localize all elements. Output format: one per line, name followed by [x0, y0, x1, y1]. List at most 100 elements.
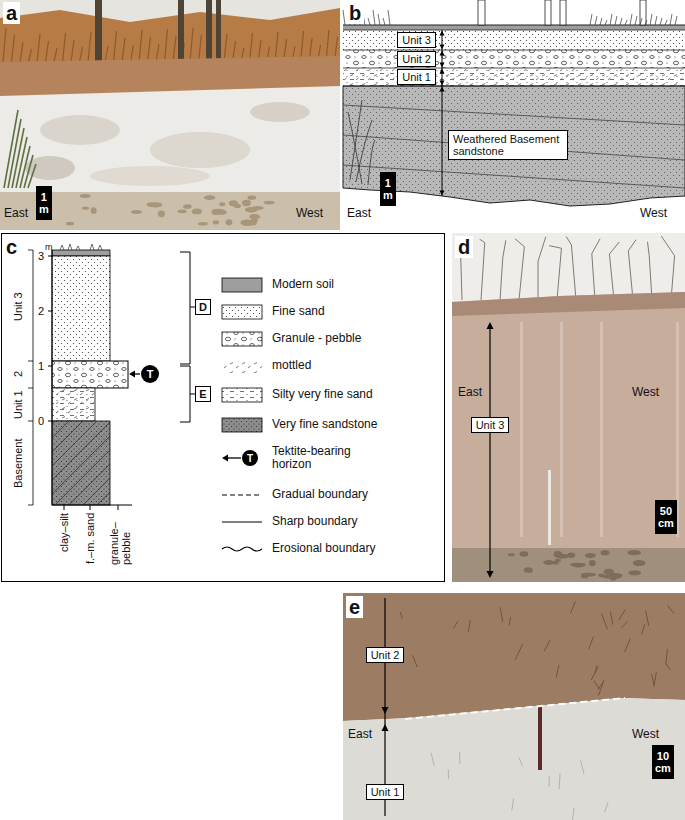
soil-crack: [589, 637, 594, 650]
grain-size-label: f.–m. sand: [84, 513, 96, 564]
grain-size-tick: [64, 505, 65, 510]
dead-leaf: [567, 552, 575, 557]
depth-tick: [48, 256, 52, 257]
unit3-layer: [343, 30, 685, 50]
soil-crack: [667, 605, 674, 614]
grain-size-tick: [118, 505, 119, 510]
grass-sketch: [368, 18, 370, 25]
node-text: Unit 1: [402, 71, 431, 83]
unit-name: Basement: [12, 438, 24, 488]
dead-leaf: [543, 560, 554, 565]
unit-label-box: Unit 1: [397, 69, 436, 85]
grass-sketch: [650, 14, 652, 25]
node-text: Unit 1: [371, 786, 400, 798]
dead-leaf: [520, 551, 529, 557]
dry-twig: [609, 242, 619, 300]
dead-leaf: [633, 560, 646, 566]
node-text: Unit 3: [402, 34, 431, 46]
plant-sketch: [368, 140, 375, 185]
dry-twig: [592, 239, 600, 300]
layer-boundary: [343, 50, 685, 51]
grass-tuft: [76, 246, 80, 250]
soil-crack: [625, 638, 631, 652]
sand-crack: [512, 798, 514, 810]
grass-blade: [29, 49, 32, 62]
arrowhead: [440, 63, 445, 68]
direction-label: West: [632, 728, 659, 741]
sand-crack: [604, 802, 608, 812]
grass-blade: [165, 29, 168, 62]
marker-disc: [141, 365, 159, 383]
grass-blade: [80, 47, 83, 62]
plant-sketch: [350, 100, 362, 180]
node-text: 1 m: [383, 177, 393, 201]
unit1-column: [52, 388, 95, 421]
grass-sketch: [630, 14, 632, 25]
arrowhead: [487, 322, 494, 329]
grass-sketch: [675, 16, 677, 25]
wall-streak: [520, 322, 523, 537]
legend-text: Very fine sandstone: [272, 418, 377, 431]
unit3-column: [52, 256, 110, 361]
dead-leaf: [131, 210, 142, 214]
fern-frond: [28, 164, 36, 188]
grass-blade: [173, 36, 176, 62]
grass-sketch: [378, 14, 380, 25]
dead-leaf: [570, 563, 586, 566]
grass-blade: [71, 40, 74, 62]
node-text: T: [147, 368, 154, 380]
dry-twig: [549, 246, 561, 300]
soil-crack: [646, 610, 649, 625]
arrowhead: [440, 81, 445, 86]
soil-crack: [570, 601, 575, 613]
dead-leaf: [147, 202, 156, 207]
tree-trunk: [206, 0, 212, 64]
unit-label-box: Unit 3: [471, 417, 510, 433]
bracket: [180, 366, 190, 422]
modern-soil-cap: [52, 250, 110, 256]
unit-name: 2: [12, 371, 24, 377]
soil-crack: [591, 666, 598, 680]
direction-label: East: [458, 386, 482, 399]
soil-crack: [453, 621, 458, 628]
unit1-sand: [343, 698, 685, 820]
bracket: [180, 252, 190, 364]
legend-sample: [222, 418, 262, 432]
grass-sketch: [645, 20, 647, 25]
plant-sketch: [356, 120, 372, 182]
dead-leaf: [80, 194, 91, 198]
unit-name: Unit 3: [12, 292, 24, 321]
sand-crack: [559, 773, 561, 789]
soil-crack: [468, 620, 470, 632]
grass-sketch: [625, 20, 627, 25]
legend-text: Silty very fine sand: [272, 388, 373, 401]
grass-blade: [114, 31, 117, 62]
grass-sketch: [343, 10, 345, 25]
marker-stick: [548, 470, 551, 545]
grain-size-label: granule– pebble: [108, 513, 132, 565]
dead-leaf: [213, 220, 219, 224]
unit-divider: [33, 250, 34, 505]
dry-twig: [647, 242, 652, 300]
soil-crack: [595, 666, 597, 673]
legend-swatch: [222, 278, 262, 292]
direction-label: West: [640, 207, 667, 220]
dry-twig: [566, 236, 576, 300]
legend-swatch: [222, 305, 262, 319]
grass-blade: [190, 28, 193, 62]
dead-leaf: [240, 219, 253, 226]
arrowhead: [440, 31, 445, 36]
arrowhead: [382, 707, 389, 714]
arrowhead: [440, 191, 445, 196]
grass-blade: [148, 37, 151, 62]
unit-divider-tick: [28, 388, 33, 389]
grass-blade: [139, 30, 142, 62]
grass-blade: [88, 32, 91, 62]
unit-label-box: Unit 3: [397, 32, 436, 48]
legend-samples: [222, 278, 262, 551]
node-text: Unit 2: [402, 53, 431, 65]
direction-label: East: [348, 728, 372, 741]
sand-crack: [448, 769, 449, 779]
dead-leaf: [247, 195, 256, 199]
